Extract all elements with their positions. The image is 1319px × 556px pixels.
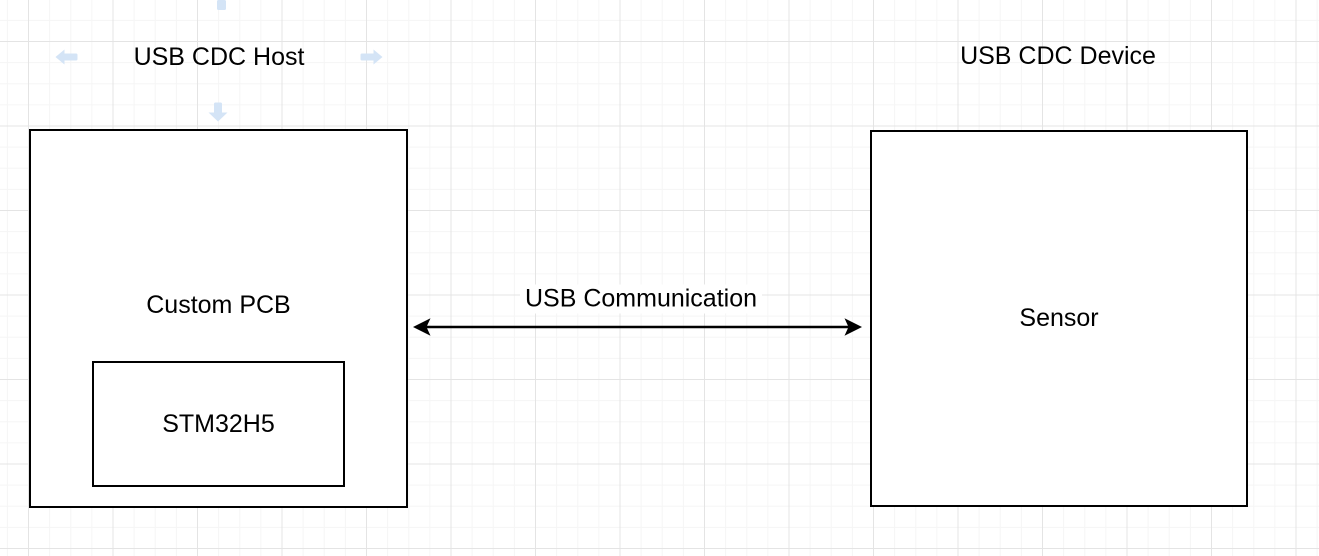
direction-up-icon[interactable]	[217, 0, 226, 10]
direction-down-icon[interactable]	[208, 102, 228, 122]
direction-left-icon[interactable]	[55, 49, 78, 65]
sensor-label: Sensor	[1019, 304, 1099, 332]
direction-right-icon[interactable]	[360, 49, 383, 65]
stm32h5-node[interactable]: STM32H5	[92, 361, 345, 487]
sensor-node[interactable]: Sensor	[870, 130, 1248, 507]
arrowhead-right-icon	[844, 318, 862, 336]
host-caption[interactable]: USB CDC Host	[133, 43, 305, 71]
custom-pcb-node[interactable]: Custom PCB STM32H5	[29, 129, 408, 508]
arrowhead-left-icon	[413, 318, 431, 336]
stm32h5-label: STM32H5	[162, 409, 275, 438]
custom-pcb-label: Custom PCB	[146, 291, 291, 319]
device-caption[interactable]: USB CDC Device	[960, 42, 1156, 70]
usb-connector-label[interactable]: USB Communication	[519, 284, 763, 314]
